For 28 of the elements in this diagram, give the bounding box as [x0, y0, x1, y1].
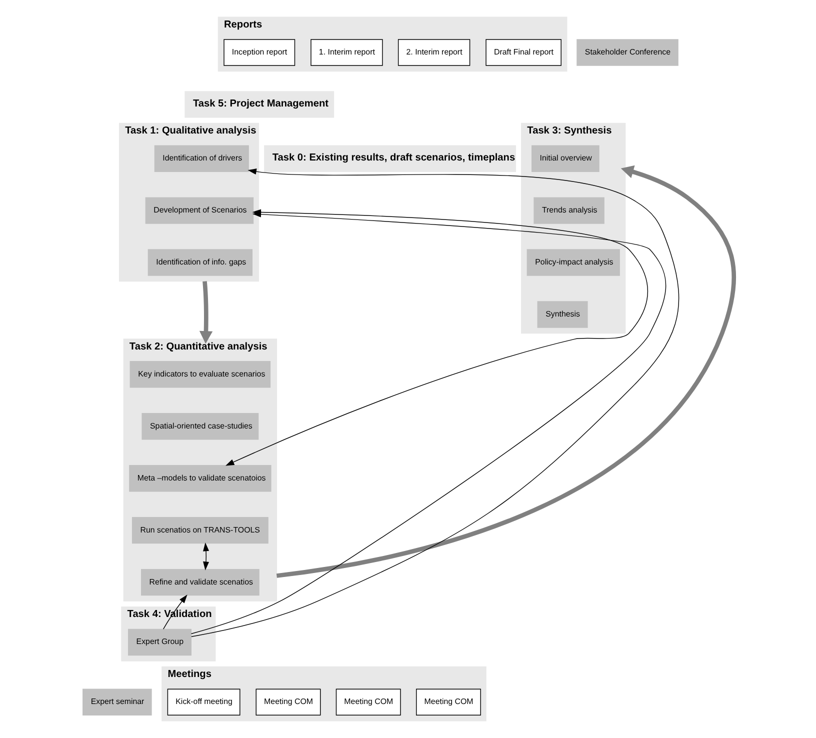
arrow — [202, 542, 209, 570]
node-box: Stakeholder Conference — [576, 39, 678, 66]
node-box: Expert seminar — [82, 688, 152, 716]
node-box: Draft Final report — [485, 39, 561, 66]
arrow — [276, 165, 736, 578]
arrow — [162, 594, 187, 630]
node-box: Task 0: Existing results, draft scenarios, timeplans — [264, 145, 516, 172]
arrow — [198, 281, 212, 344]
node-box: Run scenatios on TRANS-TOOLS — [131, 516, 268, 544]
node-box: Expert Group — [128, 628, 192, 656]
node-box: Trends analysis — [533, 197, 604, 224]
node-box: Initial overview — [531, 145, 599, 172]
node-box: 1. Interim report — [310, 39, 382, 66]
node-box: Development of Scenarios — [144, 197, 254, 224]
node-box: 2. Interim report — [397, 39, 470, 66]
node-box: Spatial-oriented case-studies — [141, 413, 258, 440]
node-box: Identification of info. gaps — [147, 249, 252, 276]
node-box: Inception report — [223, 39, 295, 66]
node-box: Refine and validate scenatios — [140, 568, 259, 596]
node-box: Identification of drivers — [154, 145, 248, 172]
node-box: Meeting COM — [335, 688, 400, 716]
node-box: Meeting COM — [255, 688, 320, 716]
node-box: Policy-impact analysis — [526, 249, 620, 276]
node-box: Meeting COM — [416, 688, 480, 716]
node-box: Meta –models to validate scenatoios — [128, 465, 271, 492]
node-box: Key indicators to evaluate scenarios — [129, 361, 270, 388]
node-box: Synthesis — [536, 301, 588, 328]
node-box: Kick-off meeting — [166, 688, 240, 716]
